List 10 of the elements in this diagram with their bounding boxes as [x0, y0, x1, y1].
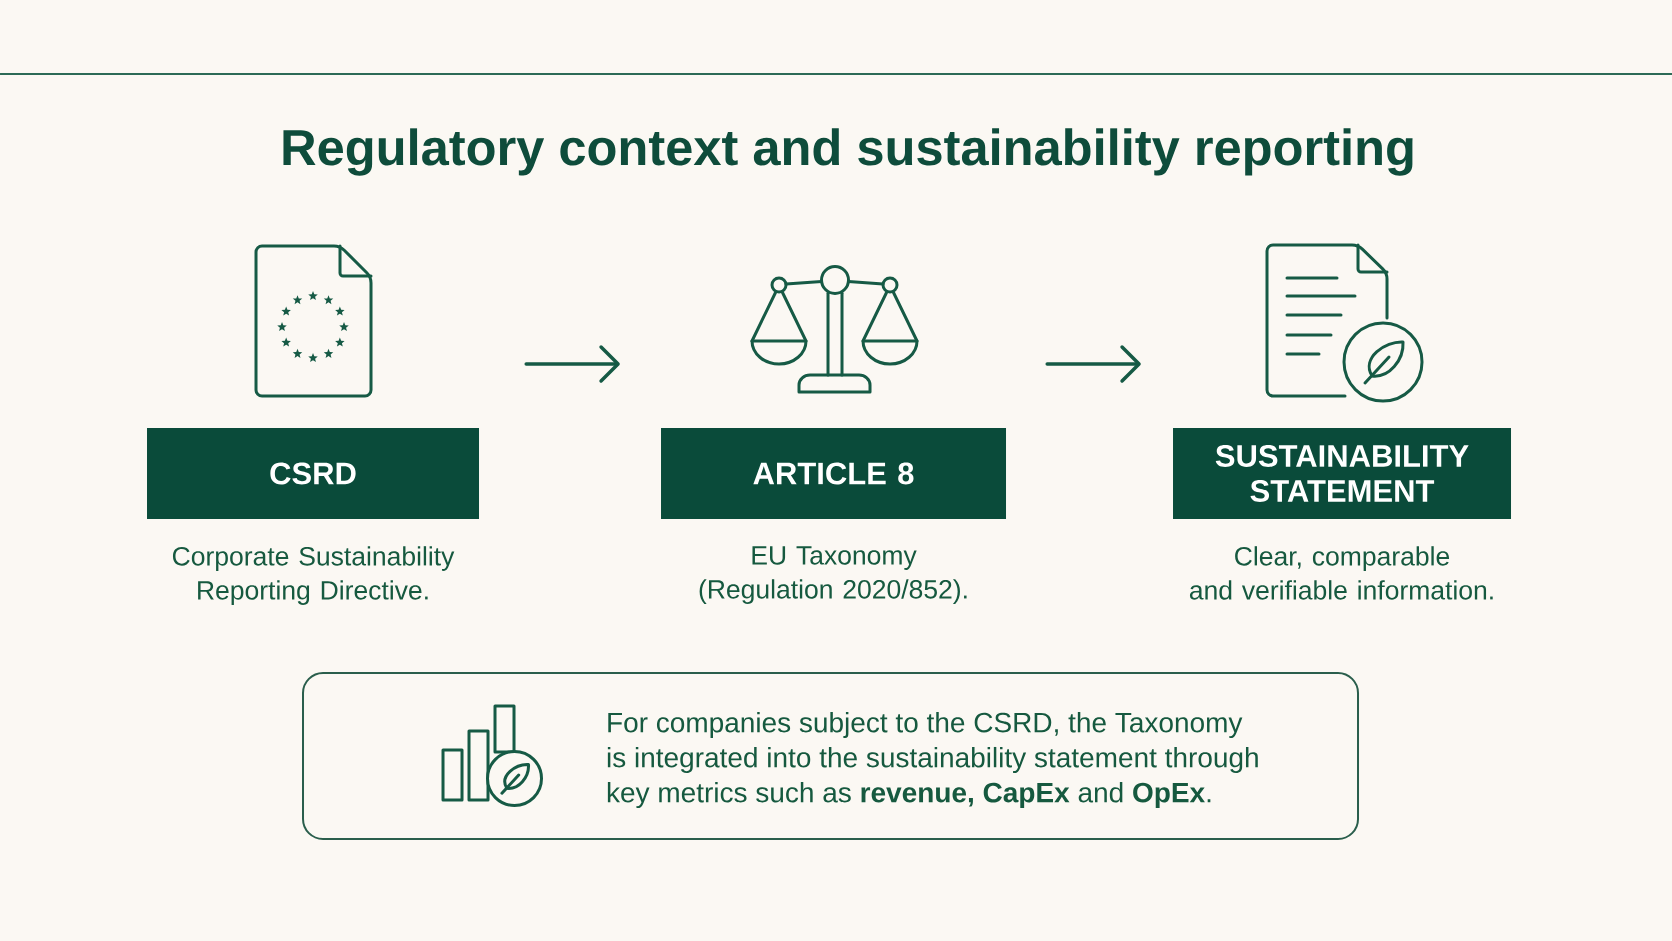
arrow	[524, 345, 620, 383]
note-box: For companies subject to the CSRD, the Taxonomy is integrated into the sustainability statement through key metrics such as revenue, CapEx and OpEx.	[302, 672, 1359, 840]
description-text: Clear, comparable and verifiable information.	[1189, 546, 1493, 600]
heading-box: ARTICLE 8	[661, 428, 1006, 519]
description-text: EU Taxonomy (Regulation 2020/852).	[699, 546, 967, 604]
heading-box: SUSTAINABILITY STATEMENT	[1173, 428, 1511, 519]
description-text: Corporate Sustainability Reporting Directive.	[172, 546, 455, 605]
arrow	[1045, 345, 1141, 383]
heading-box: CSRD	[147, 428, 479, 519]
title: Regulatory context and sustainability reporting	[283, 128, 1413, 176]
